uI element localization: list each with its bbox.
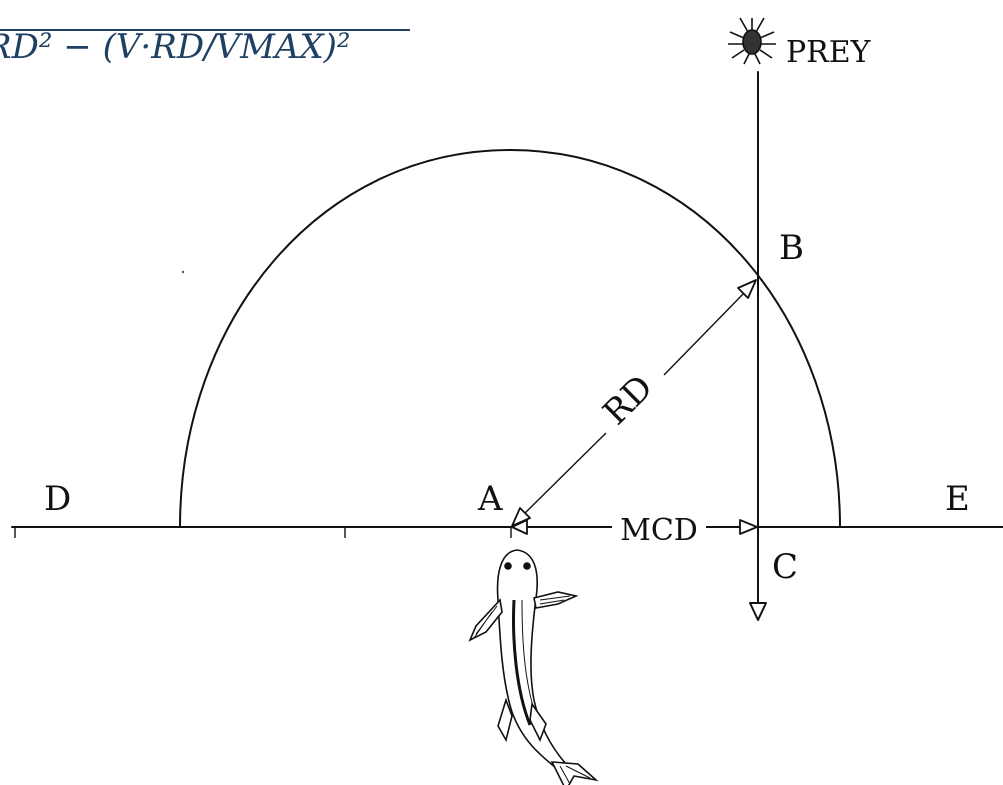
rd-line-upper (663, 290, 747, 376)
mcd-label: MCD (620, 513, 698, 548)
formula-group: RD² − (V·RD/VMAX)² (0, 27, 410, 67)
reaction-boundary-arc (179, 148, 841, 528)
fish-icon (468, 549, 599, 785)
prey-label: PREY (786, 35, 872, 70)
rd-arrowhead-b (737, 279, 757, 299)
prey-organism-icon (728, 17, 776, 65)
point-d-label: D (44, 479, 71, 519)
mcd-label-backdrop (612, 510, 706, 544)
rd-line (521, 432, 607, 517)
mcd-arrowhead-a (511, 519, 528, 535)
point-e-label: E (945, 479, 970, 519)
prey-path-arrowhead (749, 602, 767, 621)
point-b-label: B (779, 228, 804, 268)
rd-label: RD (595, 367, 661, 433)
mcd-arrowhead-c (739, 519, 758, 535)
point-c-label: C (772, 547, 798, 587)
speck (181, 270, 185, 274)
baseline-ticks (14, 527, 512, 538)
formula-text: RD² − (V·RD/VMAX)² (0, 27, 351, 67)
point-a-label: A (477, 479, 503, 519)
